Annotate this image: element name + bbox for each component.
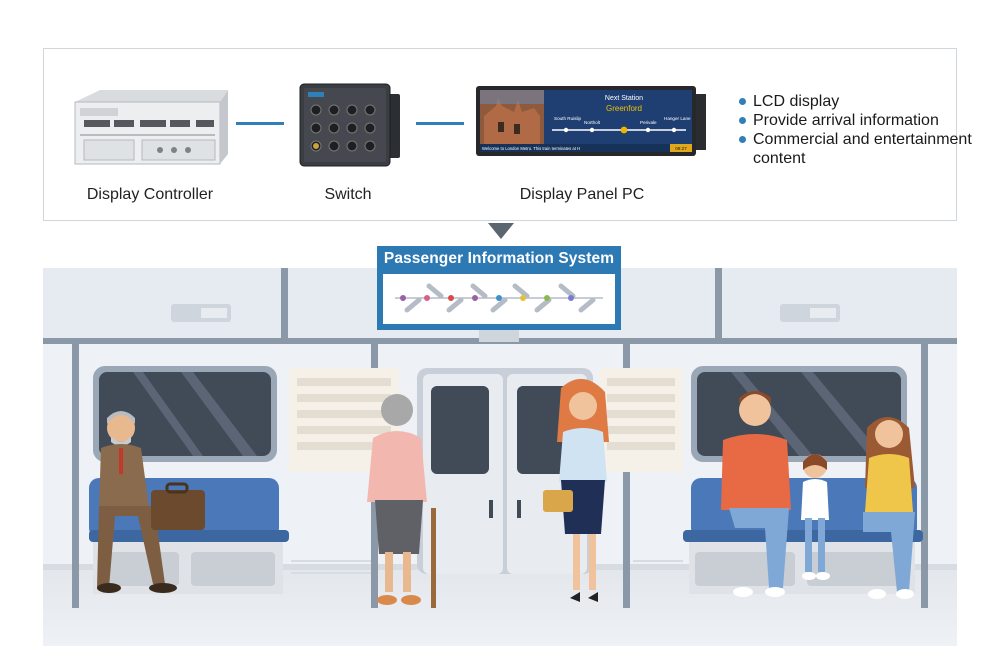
- station-label: Northolt: [584, 120, 601, 125]
- route-stop-dot: [424, 295, 430, 301]
- route-stop-dot: [568, 295, 574, 301]
- feature-item: Provide arrival information: [737, 111, 1000, 130]
- route-stop-dot: [472, 295, 478, 301]
- feature-list: LCD display Provide arrival information …: [737, 92, 1000, 168]
- route-stop-dot: [520, 295, 526, 301]
- route-stop-dot: [400, 295, 406, 301]
- passenger-woman-standing: [543, 378, 609, 602]
- next-station-name: Greenford: [606, 104, 642, 113]
- train-interior-illustration: [43, 268, 957, 646]
- route-stop-dot: [544, 295, 550, 301]
- switch-label: Switch: [324, 186, 372, 203]
- display-panel-pc-image: Next Station Greenford South Ruislip Nor…: [476, 86, 706, 156]
- ticker-text: Welcome to London Metro. This train term…: [482, 146, 580, 151]
- display-panel-pc-label: Display Panel PC: [519, 186, 645, 203]
- display-controller-label: Display Controller: [86, 186, 214, 203]
- time-readout: 09:27: [675, 146, 687, 151]
- passenger-child: [801, 454, 830, 580]
- down-arrow-icon: [488, 223, 514, 239]
- station-label: Hanger Lane: [664, 116, 691, 121]
- passenger-elderly-man: [97, 411, 205, 593]
- feature-item: LCD display: [737, 92, 1000, 111]
- route-stop-dot: [496, 295, 502, 301]
- switch-image: [299, 83, 400, 167]
- next-station-label: Next Station: [605, 95, 643, 102]
- station-label: Perivale: [640, 120, 657, 125]
- passenger-man: [721, 391, 791, 597]
- display-controller-image: [74, 90, 228, 165]
- passenger-elderly-woman: [367, 394, 436, 608]
- station-label: South Ruislip: [554, 116, 582, 121]
- feature-item: Commercial and entertainment content: [737, 130, 1000, 168]
- connector-line-2: [416, 122, 464, 125]
- route-stop-dot: [448, 295, 454, 301]
- passenger-woman-seated: [863, 417, 915, 599]
- pis-title: Passenger Information System: [377, 246, 621, 272]
- connector-line-1: [236, 122, 284, 125]
